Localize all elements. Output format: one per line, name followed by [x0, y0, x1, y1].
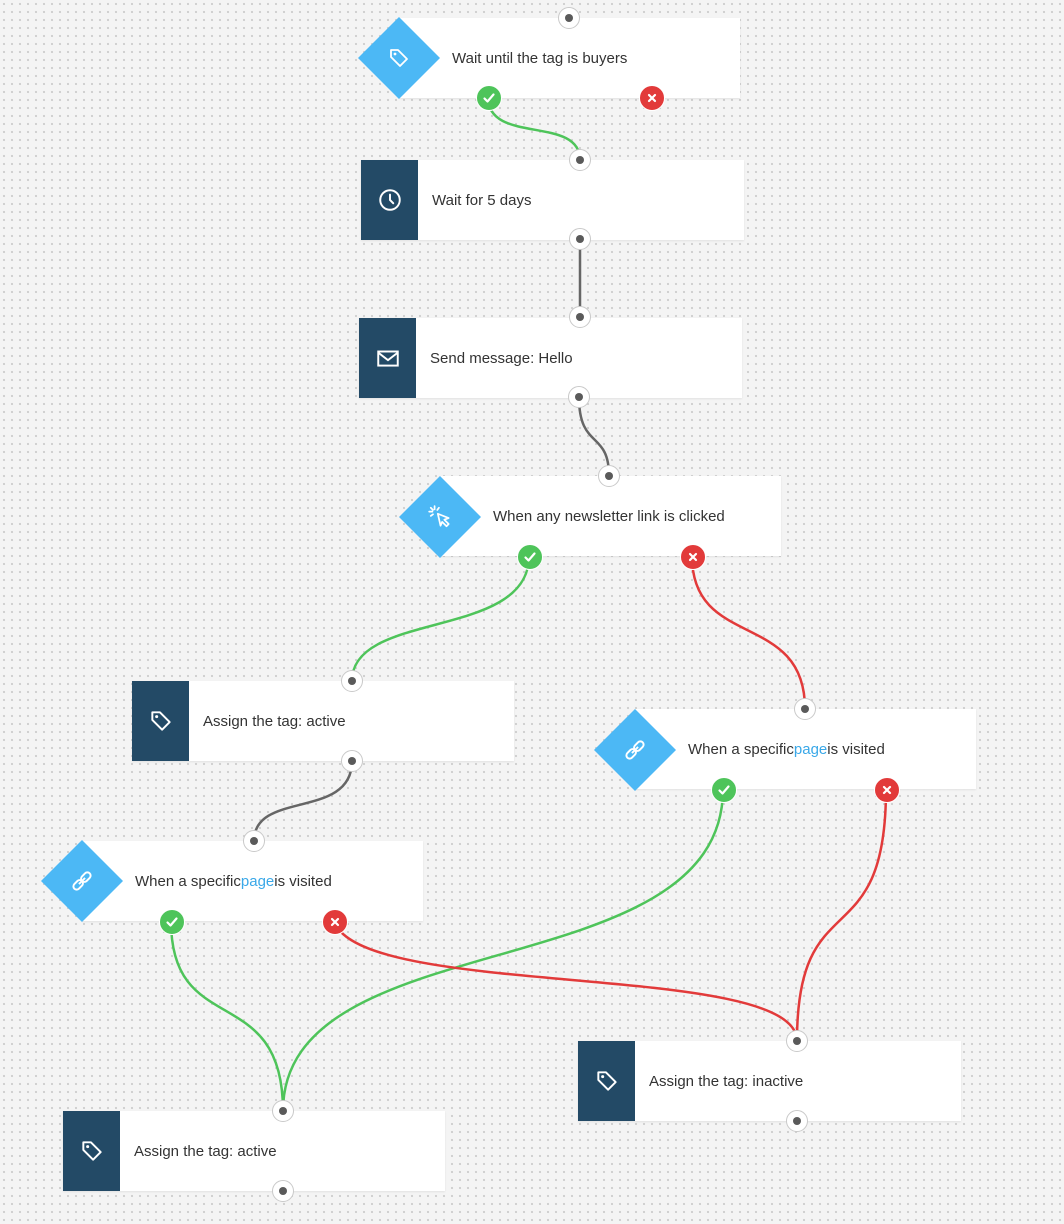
- node-label: When a specific page is visited: [688, 709, 885, 789]
- yes-branch-handle[interactable]: [711, 777, 737, 803]
- close-icon: [330, 917, 340, 927]
- tag-icon: [81, 1141, 102, 1161]
- connection-n1-yes-n2: [486, 96, 582, 161]
- yes-branch-handle[interactable]: [476, 85, 502, 111]
- node-label: Send message: Hello: [430, 349, 573, 367]
- connection-n4-yes-n5: [350, 555, 531, 682]
- close-icon: [882, 785, 892, 795]
- no-branch-handle[interactable]: [874, 777, 900, 803]
- no-branch-handle[interactable]: [322, 909, 348, 935]
- check-icon: [524, 552, 536, 562]
- yes-branch-handle[interactable]: [159, 909, 185, 935]
- close-icon: [647, 93, 657, 103]
- output-port[interactable]: [569, 228, 591, 250]
- node-label: When any newsletter link is clicked: [493, 507, 725, 525]
- output-port[interactable]: [568, 386, 590, 408]
- node-action-icon: [578, 1041, 635, 1121]
- connection-n5-n7: [252, 760, 354, 842]
- node-assign-tag-inactive[interactable]: Assign the tag: inactive: [578, 1041, 961, 1121]
- input-port[interactable]: [786, 1030, 808, 1052]
- node-label: Assign the tag: active: [134, 1142, 277, 1160]
- label-text: is visited: [827, 740, 885, 758]
- output-port[interactable]: [272, 1180, 294, 1202]
- connection-n4-no-n6: [690, 555, 807, 710]
- connection-n6-no-n8: [795, 788, 888, 1042]
- label-text: is visited: [274, 872, 332, 890]
- node-condition-icon: [40, 839, 124, 923]
- input-port[interactable]: [272, 1100, 294, 1122]
- connection-n7-yes-n9: [169, 920, 285, 1112]
- node-condition-icon: [357, 16, 441, 100]
- node-page-visited-left[interactable]: When a specific page is visited: [82, 841, 423, 921]
- output-port[interactable]: [341, 750, 363, 772]
- node-assign-tag-active[interactable]: Assign the tag: active: [132, 681, 514, 761]
- yes-branch-handle[interactable]: [517, 544, 543, 570]
- input-port[interactable]: [243, 830, 265, 852]
- node-newsletter-link-clicked[interactable]: When any newsletter link is clicked: [440, 476, 781, 556]
- link-icon: [72, 871, 92, 891]
- node-action-icon: [63, 1111, 120, 1191]
- node-action-icon: [361, 160, 418, 240]
- connection-n7-no-n8: [332, 920, 799, 1042]
- node-condition-icon: [593, 708, 677, 792]
- node-label: Wait for 5 days: [432, 191, 532, 209]
- tag-icon: [150, 711, 171, 731]
- clock-icon: [378, 189, 401, 211]
- connection-n6-yes-n9: [281, 788, 725, 1112]
- tag-icon: [390, 49, 408, 67]
- input-port[interactable]: [341, 670, 363, 692]
- input-port[interactable]: [569, 149, 591, 171]
- output-port[interactable]: [786, 1110, 808, 1132]
- check-icon: [483, 93, 495, 103]
- node-wait-tag-buyers[interactable]: Wait until the tag is buyers: [400, 18, 740, 98]
- input-port[interactable]: [794, 698, 816, 720]
- node-condition-icon: [398, 475, 482, 559]
- node-label: Assign the tag: inactive: [649, 1072, 804, 1090]
- link-icon: [625, 740, 645, 760]
- node-label: Assign the tag: active: [203, 712, 346, 730]
- label-text: When a specific: [688, 740, 794, 758]
- close-icon: [688, 552, 698, 562]
- node-label: When a specific page is visited: [135, 841, 332, 921]
- no-branch-handle[interactable]: [680, 544, 706, 570]
- page-link[interactable]: page: [793, 740, 828, 758]
- input-port[interactable]: [558, 7, 580, 29]
- input-port[interactable]: [569, 306, 591, 328]
- node-action-icon: [359, 318, 416, 398]
- check-icon: [718, 785, 730, 795]
- node-page-visited-right[interactable]: When a specific page is visited: [635, 709, 976, 789]
- check-icon: [166, 917, 178, 927]
- node-assign-tag-active-bottom[interactable]: Assign the tag: active: [63, 1111, 445, 1191]
- page-link[interactable]: page: [240, 872, 275, 890]
- node-wait-5-days[interactable]: Wait for 5 days: [361, 160, 744, 240]
- label-text: When a specific: [135, 872, 241, 890]
- tag-icon: [596, 1071, 617, 1091]
- input-port[interactable]: [598, 465, 620, 487]
- connection-n3-n4: [577, 396, 611, 477]
- envelope-icon: [376, 350, 399, 367]
- node-label: Wait until the tag is buyers: [452, 49, 628, 67]
- no-branch-handle[interactable]: [639, 85, 665, 111]
- node-action-icon: [132, 681, 189, 761]
- cursor-click-icon: [428, 505, 450, 528]
- node-send-message[interactable]: Send message: Hello: [359, 318, 742, 398]
